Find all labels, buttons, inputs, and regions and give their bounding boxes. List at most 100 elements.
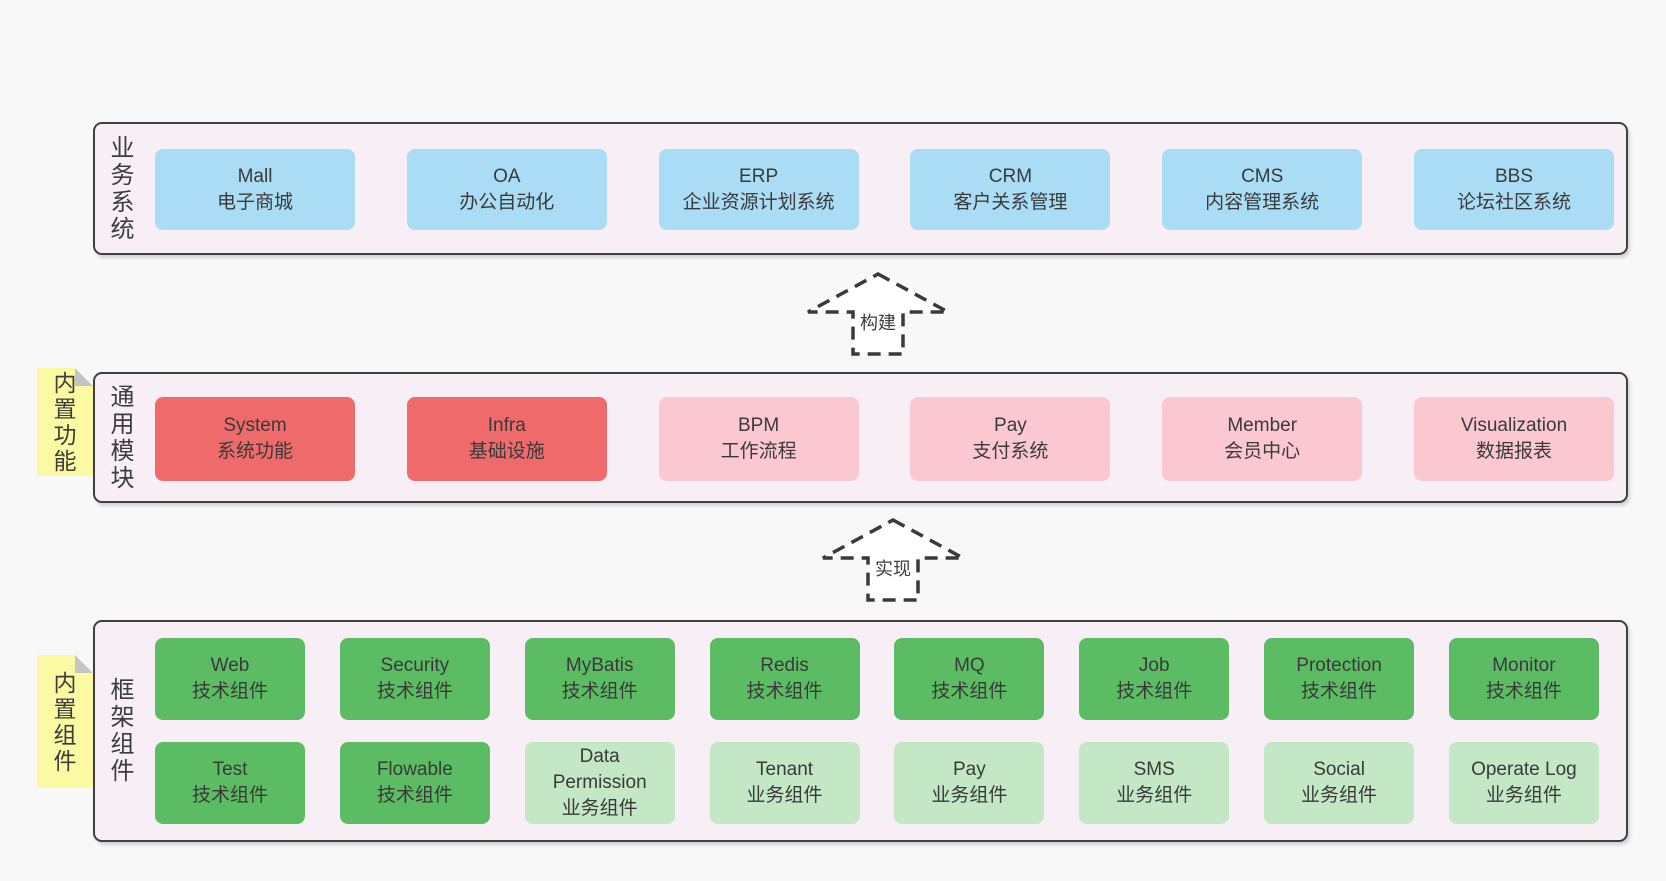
component-name: Job [1138,655,1170,676]
build-arrow: 构建 [805,271,951,357]
component-name: MyBatis [565,655,634,676]
component-desc: 技术组件 [376,785,453,806]
box-infra: Infra 基础设施 [406,397,607,481]
component-desc: 技术组件 [561,681,638,702]
component-name: SMS [1133,759,1175,780]
component-desc: 业务组件 [1301,785,1378,806]
component-name: System [223,415,287,436]
box-flowable: Flowable 技术组件 [339,742,490,824]
box-bpm: BPM 工作流程 [658,397,859,481]
component-name: Pay [994,415,1027,436]
box-crm: CRM 客户关系管理 [910,149,1111,230]
component-desc: 办公自动化 [459,191,555,213]
build-arrow-label: 构建 [858,311,898,335]
component-desc: 系统功能 [216,441,293,462]
component-name: Infra [487,415,526,436]
panel-common-modules: 通用模块 System 系统功能 Infra 基础设施 BPM 工作流程 Pay… [93,372,1628,503]
component-desc: 数据报表 [1475,441,1552,462]
component-desc: 业务组件 [1116,785,1193,806]
component-name: Social [1313,759,1365,780]
component-name: Member [1227,415,1298,436]
component-desc: 业务组件 [931,785,1008,806]
box-protection: Protection 技术组件 [1264,638,1415,720]
component-desc: 技术组件 [746,681,823,702]
box-web: Web 技术组件 [155,638,305,720]
box-mybatis: MyBatis 技术组件 [524,638,675,720]
component-name: OA [493,165,521,187]
component-desc: 技术组件 [376,681,453,702]
box-social: Social 业务组件 [1264,742,1415,824]
component-desc: 电子商城 [216,191,293,213]
component-desc: 业务组件 [746,785,823,806]
component-name: Tenant [756,759,814,780]
panel-business-systems-label: 业务系统 [110,134,135,243]
box-pay: Pay 业务组件 [894,742,1045,824]
builtin-components-note: 内置组件 [37,655,93,788]
implement-arrow-label: 实现 [873,557,913,581]
component-name: CMS [1241,165,1284,187]
component-name: CRM [988,165,1033,187]
component-name: Protection [1296,655,1382,676]
framework-components-row-1: Web 技术组件 Security 技术组件 MyBatis 技术组件 Redi… [155,638,1599,720]
panel-framework-components-label: 框架组件 [110,677,135,785]
component-desc: 技术组件 [1485,681,1562,702]
component-desc: 论坛社区系统 [1456,191,1571,213]
component-name: Redis [760,655,809,676]
box-mq: MQ 技术组件 [894,638,1045,720]
box-job: Job 技术组件 [1079,638,1230,720]
component-name: ERP [739,165,779,187]
component-desc: 业务组件 [561,798,638,819]
folded-corner-icon [75,655,93,673]
box-member: Member 会员中心 [1162,397,1363,481]
component-name: Flowable [376,759,453,780]
box-security: Security 技术组件 [339,638,490,720]
box-test: Test 技术组件 [155,742,305,824]
component-desc: 技术组件 [191,785,268,806]
component-name: Mall [237,165,273,187]
panel-business-systems: 业务系统 Mall 电子商城 OA 办公自动化 ERP 企业资源计划系统 CRM… [93,122,1628,255]
component-name: BBS [1494,165,1533,187]
component-desc: 支付系统 [972,441,1049,462]
box-mall: Mall 电子商城 [155,149,355,230]
component-desc: 业务组件 [1485,785,1562,806]
component-desc: 企业资源计划系统 [682,191,835,213]
business-systems-row: Mall 电子商城 OA 办公自动化 ERP 企业资源计划系统 CRM 客户关系… [155,149,1614,230]
box-pay: Pay 支付系统 [910,397,1111,481]
box-erp: ERP 企业资源计划系统 [658,149,859,230]
component-desc: 基础设施 [468,441,545,462]
box-redis: Redis 技术组件 [709,638,860,720]
panel-framework-components: 框架组件 Web 技术组件 Security 技术组件 MyBatis 技术组件… [93,620,1628,842]
component-name: Pay [953,759,986,780]
box-sms: SMS 业务组件 [1079,742,1230,824]
component-desc: 会员中心 [1224,441,1301,462]
component-name: BPM [738,415,780,436]
box-system: System 系统功能 [155,397,355,481]
box-tenant: Tenant 业务组件 [709,742,860,824]
component-name: Security [380,655,450,676]
box-visualization: Visualization 数据报表 [1413,397,1614,481]
builtin-features-note: 内置功能 [37,368,93,476]
box-cms: CMS 内容管理系统 [1162,149,1363,230]
component-name: Operate Log [1471,759,1577,780]
component-name: Visualization [1460,415,1568,436]
framework-components-row-2: Test 技术组件 Flowable 技术组件 Data Permission … [155,742,1599,824]
panel-common-modules-label: 通用模块 [110,383,135,492]
folded-corner-icon [75,368,93,386]
component-desc: 工作流程 [720,441,797,462]
common-modules-row: System 系统功能 Infra 基础设施 BPM 工作流程 Pay 支付系统… [155,397,1614,481]
component-name: Data Permission [552,746,647,793]
builtin-features-note-label: 内置功能 [53,370,77,474]
implement-arrow: 实现 [820,517,966,603]
component-desc: 技术组件 [1116,681,1193,702]
component-desc: 客户关系管理 [953,191,1068,213]
component-name: Monitor [1492,655,1556,676]
component-desc: 技术组件 [1301,681,1378,702]
component-name: Test [212,759,248,780]
box-data-permission: Data Permission 业务组件 [524,742,675,824]
component-desc: 技术组件 [191,681,268,702]
builtin-components-note-label: 内置组件 [53,669,77,774]
component-desc: 内容管理系统 [1205,191,1320,213]
component-name: Web [210,655,250,676]
box-monitor: Monitor 技术组件 [1448,638,1599,720]
component-name: MQ [954,655,985,676]
